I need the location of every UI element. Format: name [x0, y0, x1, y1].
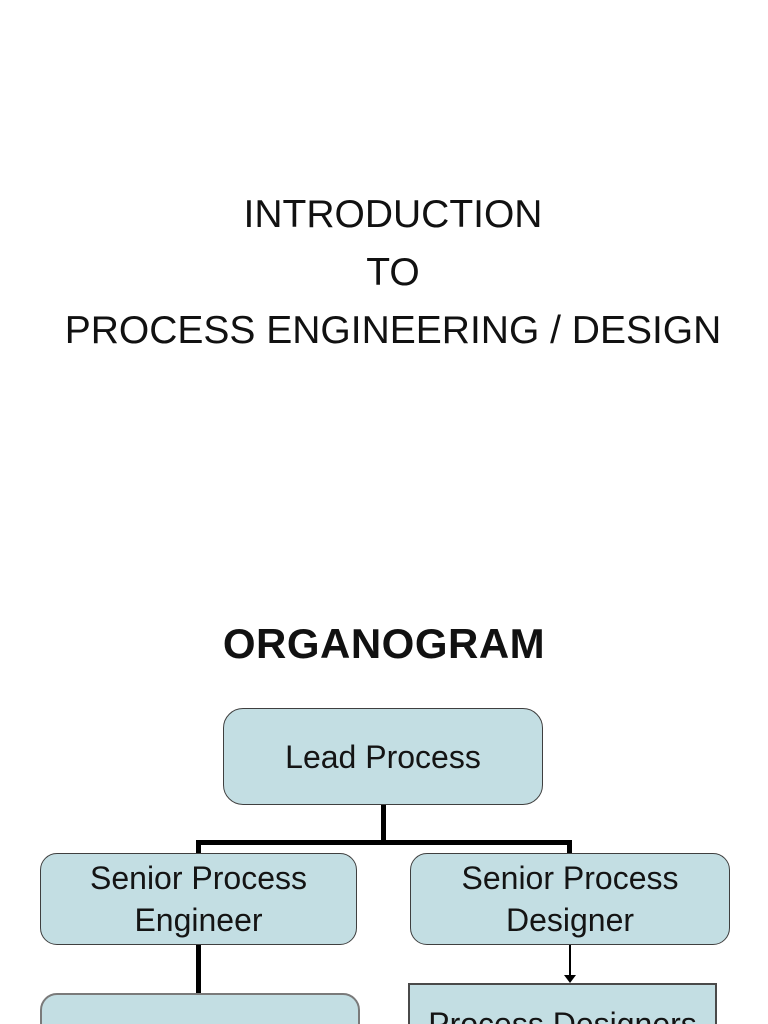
connector-drop-left [196, 845, 201, 854]
presentation-title: INTRODUCTION TO PROCESS ENGINEERING / DE… [9, 186, 768, 360]
org-node-label: Senior Process Engineer [90, 860, 307, 938]
title-line-3: PROCESS ENGINEERING / DESIGN [64, 309, 722, 352]
organogram-heading: ORGANOGRAM [222, 620, 546, 667]
org-node-label: Senior Process Designer [461, 860, 679, 938]
title-line-2: TO [366, 251, 420, 294]
connector-lead-down [381, 805, 386, 843]
connector-horizontal-bar [196, 840, 572, 845]
arrow-down-icon [564, 975, 576, 983]
org-node-lead-process: Lead Process [223, 708, 543, 805]
connector-drop-right [567, 845, 572, 854]
org-node-process-designers: Process Designers [408, 983, 717, 1024]
org-node-senior-process-designer: Senior Process Designer [410, 853, 730, 945]
org-node-label: Lead Process [285, 738, 481, 775]
connector-engineer-down [196, 945, 201, 994]
org-node-senior-process-engineer: Senior Process Engineer [40, 853, 357, 945]
org-node-label: Process Designers [428, 1006, 697, 1024]
connector-designer-down [569, 945, 571, 977]
org-node-engineer-report [40, 993, 360, 1024]
title-line-1: INTRODUCTION [243, 193, 543, 236]
